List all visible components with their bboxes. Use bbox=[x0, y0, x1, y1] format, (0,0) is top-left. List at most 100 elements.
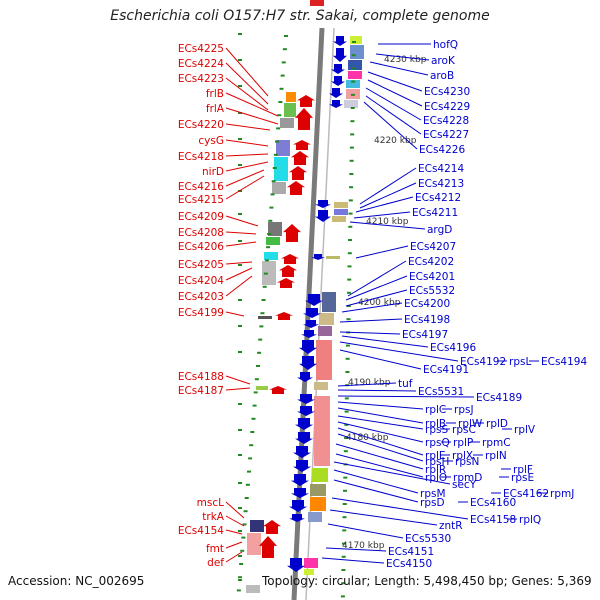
left-gene-connector bbox=[225, 107, 279, 125]
left-gene-small bbox=[258, 316, 272, 319]
left-gene-block bbox=[274, 157, 288, 181]
right-gene-label: ECs4194 bbox=[541, 356, 587, 368]
right-gene-label: rplW bbox=[458, 418, 483, 430]
right-gene-block bbox=[308, 512, 322, 522]
right-gene-connector bbox=[341, 335, 429, 348]
right-gene-connector bbox=[337, 389, 417, 392]
right-gene-connector bbox=[321, 557, 385, 564]
right-gene-label: ECs4197 bbox=[402, 329, 448, 341]
left-gene-label: ECs4220 bbox=[178, 119, 224, 131]
right-gene-block bbox=[348, 71, 362, 79]
left-gene-connector bbox=[225, 62, 269, 105]
right-gene-connector bbox=[363, 101, 418, 150]
right-gene-label: rplO bbox=[425, 472, 447, 484]
right-gene-label: ECs4211 bbox=[412, 207, 458, 219]
right-gene-label: rplN bbox=[485, 450, 507, 462]
left-gene-arrow bbox=[289, 166, 307, 180]
left-gene-label: cysG bbox=[198, 135, 224, 147]
left-gene-label: ECs4187 bbox=[178, 385, 224, 397]
right-gene-block bbox=[334, 202, 348, 208]
right-gene-label: ECs4192 bbox=[460, 356, 506, 368]
right-gene-label: ECs5531 bbox=[418, 386, 464, 398]
right-gene-arrow bbox=[297, 394, 315, 404]
right-gene-connector bbox=[367, 71, 423, 92]
left-gene-label: ECs4154 bbox=[178, 525, 224, 537]
right-gene-connector bbox=[345, 275, 408, 301]
left-gene-label: ECs4223 bbox=[178, 73, 224, 85]
left-gene-connector bbox=[225, 541, 243, 549]
left-gene-label: frlB bbox=[206, 88, 224, 100]
right-gene-block bbox=[350, 36, 362, 44]
right-gene-connector bbox=[333, 461, 451, 485]
kbp-label: 4220 kbp bbox=[374, 136, 417, 146]
left-gene-block bbox=[268, 222, 282, 236]
right-gene-block bbox=[314, 396, 330, 466]
right-gene-connector bbox=[339, 341, 459, 362]
right-gene-connector bbox=[359, 182, 417, 209]
left-gene-label: ECs4206 bbox=[178, 241, 224, 253]
right-gene-label: rplV bbox=[514, 424, 536, 436]
right-gene-label: rpsM bbox=[420, 488, 446, 500]
left-gene-arrow bbox=[291, 151, 309, 165]
right-gene-arrow bbox=[291, 488, 309, 498]
left-gene-block bbox=[264, 252, 278, 260]
right-gene-label: rpsL bbox=[509, 356, 531, 368]
right-gene-label: ECs4201 bbox=[409, 271, 455, 283]
right-gene-arrow bbox=[295, 418, 313, 430]
right-gene-label: ECs4162 bbox=[503, 488, 549, 500]
right-gene-block bbox=[348, 60, 362, 70]
left-gene-label: nirD bbox=[202, 166, 224, 178]
right-gene-label: rpmD bbox=[453, 472, 482, 484]
right-gene-label: hofQ bbox=[433, 39, 458, 51]
right-gene-arrow bbox=[295, 432, 313, 444]
left-gene-labels: ECs4225ECs4224ECs4223frlBfrlAECs4220cysG… bbox=[178, 43, 279, 569]
right-gene-connector bbox=[325, 547, 387, 552]
right-gene-label: ECs5530 bbox=[405, 533, 451, 545]
right-gene-block bbox=[310, 497, 326, 511]
left-gene-arrow bbox=[287, 181, 305, 195]
right-gene-arrow bbox=[289, 500, 307, 512]
right-gene-connector bbox=[375, 53, 430, 61]
right-gene-connector bbox=[339, 331, 401, 335]
left-gene-label: ECs4225 bbox=[178, 43, 224, 55]
right-gene-arrow bbox=[329, 88, 343, 98]
right-gene-block bbox=[304, 558, 318, 568]
right-gene-block bbox=[318, 326, 332, 336]
right-gene-label: aroB bbox=[430, 70, 454, 82]
right-gene-label: ECs4227 bbox=[423, 129, 469, 141]
right-gene-label: rplX bbox=[452, 450, 473, 462]
left-gene-small bbox=[256, 386, 268, 390]
right-gene-label: rpsJ bbox=[454, 404, 474, 416]
right-gene-block bbox=[304, 569, 314, 575]
right-gene-connector bbox=[333, 469, 419, 494]
right-gene-connector bbox=[347, 260, 407, 297]
right-gene-label: ECs4230 bbox=[424, 86, 470, 98]
right-gene-connector bbox=[329, 509, 438, 526]
left-gene-block bbox=[284, 103, 296, 117]
right-gene-arrow bbox=[303, 308, 321, 318]
right-gene-label: rpmC bbox=[482, 437, 511, 449]
right-gene-connector bbox=[335, 443, 424, 470]
left-gene-connector bbox=[225, 47, 269, 97]
right-gene-label: rplE bbox=[425, 450, 446, 462]
right-gene-arrow bbox=[297, 372, 313, 382]
right-gene-block bbox=[316, 340, 332, 380]
right-gene-label: ECs4198 bbox=[404, 314, 450, 326]
map-title: Escherichia coli O157:H7 str. Sakai, com… bbox=[110, 8, 490, 24]
left-gene-connector bbox=[225, 387, 251, 391]
left-gene-block bbox=[272, 182, 286, 194]
left-gene-label: mscL bbox=[197, 497, 224, 509]
left-gene-arrow bbox=[293, 140, 311, 150]
left-gene-connector bbox=[225, 551, 243, 563]
left-gene-connector bbox=[225, 515, 245, 527]
right-gene-connector bbox=[365, 95, 422, 135]
left-gene-label: ECs4224 bbox=[178, 58, 224, 70]
right-gene-arrow bbox=[331, 76, 345, 86]
right-gene-label: ECs4214 bbox=[418, 163, 464, 175]
right-gene-arrow bbox=[299, 340, 317, 354]
left-gene-block bbox=[280, 118, 294, 128]
left-gene-arrow bbox=[263, 520, 281, 534]
left-gene-connector bbox=[225, 231, 257, 235]
left-gene-label: ECs4208 bbox=[178, 227, 224, 239]
right-gene-label: rpsS bbox=[425, 424, 448, 436]
